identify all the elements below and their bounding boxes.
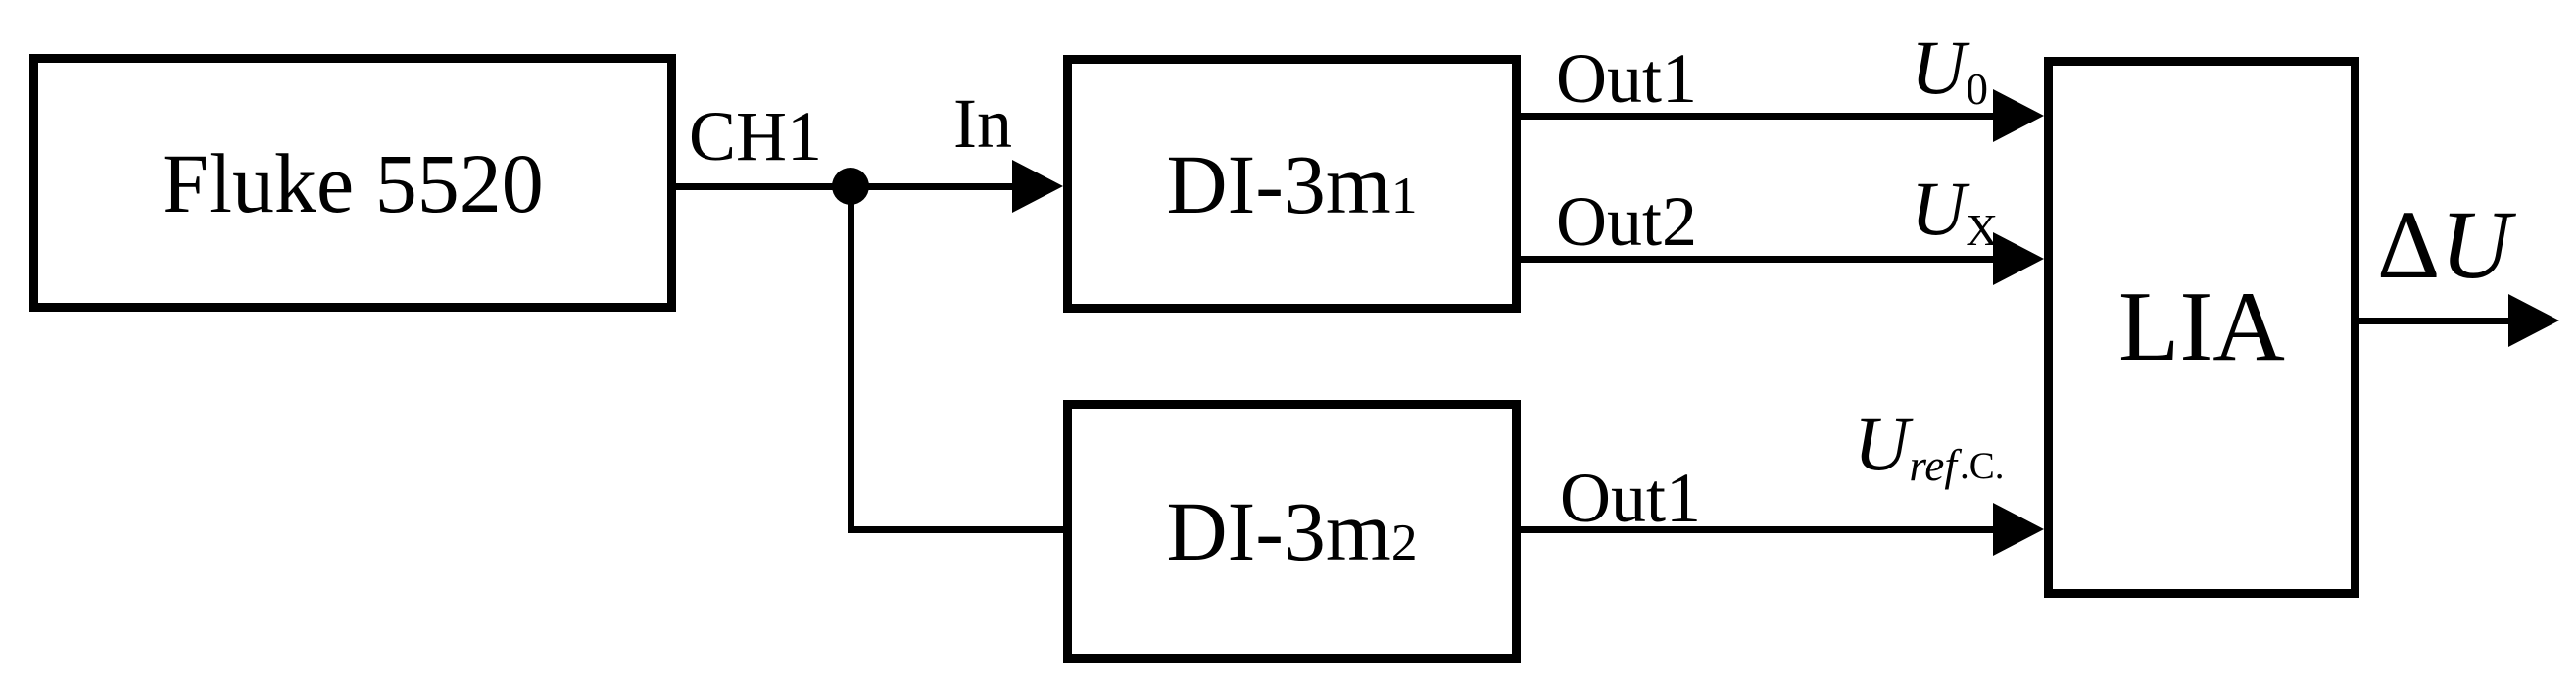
ux-label-base: U bbox=[1911, 166, 1967, 251]
di-3m2-block: DI-3m2 bbox=[1063, 400, 1521, 663]
u0-label-base: U bbox=[1911, 25, 1967, 110]
lia-label: LIA bbox=[2118, 271, 2285, 382]
u0-label: U0 bbox=[1911, 29, 1988, 112]
u0-arrowhead-icon bbox=[1993, 89, 2044, 142]
uref-label-base: U bbox=[1854, 401, 1910, 486]
out2-label: Out2 bbox=[1556, 182, 1697, 261]
branch-horizontal-wire bbox=[848, 526, 1063, 533]
fluke-5520-block: Fluke 5520 bbox=[29, 54, 676, 312]
fluke-5520-label: Fluke 5520 bbox=[162, 135, 544, 230]
di-3m2-label-base: DI-3m bbox=[1166, 484, 1391, 578]
in-arrowhead-icon bbox=[1012, 160, 1063, 213]
di-3m2-label: DI-3m2 bbox=[1167, 489, 1418, 573]
branch-vertical-wire bbox=[848, 183, 854, 533]
di-3m1-label-base: DI-3m bbox=[1166, 136, 1391, 231]
out1-top-label: Out1 bbox=[1556, 39, 1697, 118]
di-3m1-label: DI-3m1 bbox=[1167, 142, 1418, 226]
du-output-wire bbox=[2359, 318, 2511, 324]
du-arrowhead-icon bbox=[2508, 294, 2559, 347]
lia-block: LIA bbox=[2044, 57, 2359, 598]
out1-bottom-label: Out1 bbox=[1560, 459, 1701, 537]
out1-bottom-wire bbox=[1521, 526, 1995, 533]
di-3m1-block: DI-3m1 bbox=[1063, 55, 1521, 313]
di-3m1-label-index: 1 bbox=[1390, 165, 1418, 224]
ch1-label: CH1 bbox=[689, 97, 823, 175]
uref-arrowhead-icon bbox=[1993, 503, 2044, 556]
du-label: ΔU bbox=[2377, 196, 2511, 294]
out1-top-wire bbox=[1521, 113, 1995, 120]
uref-label: Uref.C. bbox=[1854, 406, 2005, 488]
uref-label-subscript-c: .C. bbox=[1960, 445, 2005, 488]
du-label-delta: Δ bbox=[2377, 190, 2441, 299]
ux-label-subscript: X bbox=[1966, 205, 1999, 255]
uref-label-subscript-ref: ref bbox=[1909, 440, 1957, 490]
ux-label: UX bbox=[1911, 171, 1998, 253]
in-label: In bbox=[953, 84, 1012, 163]
out2-wire bbox=[1521, 256, 1995, 263]
du-label-u: U bbox=[2440, 190, 2511, 299]
u0-label-subscript: 0 bbox=[1966, 64, 1988, 114]
di-3m2-label-index: 2 bbox=[1390, 513, 1418, 571]
ux-arrowhead-icon bbox=[1993, 232, 2044, 285]
